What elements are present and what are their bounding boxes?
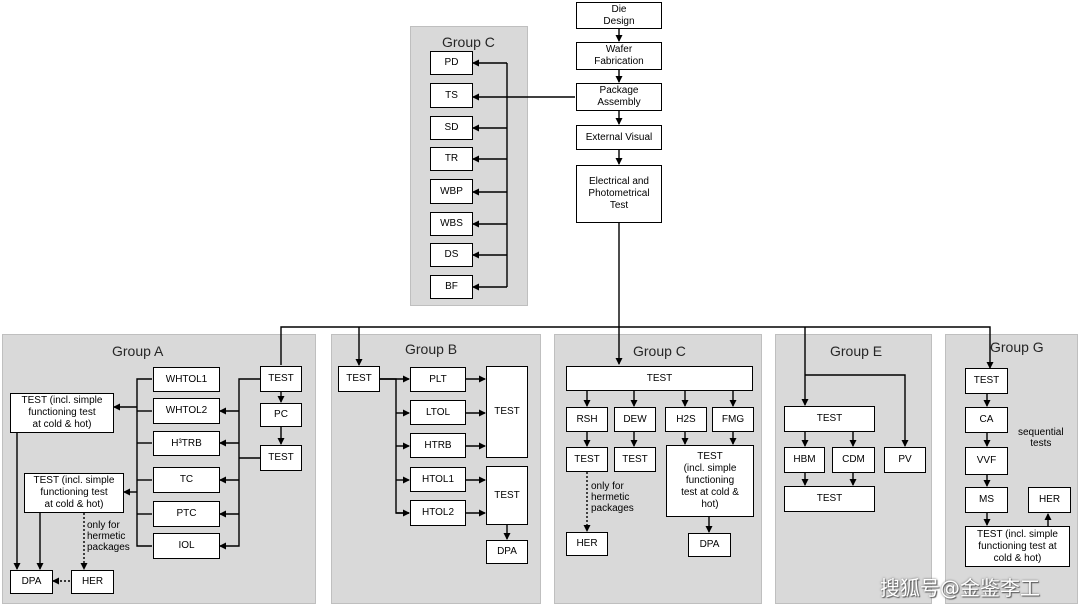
ca-box: CA: [965, 407, 1008, 433]
wbp-box: WBP: [430, 179, 473, 204]
group-c-bottom-title: Group C: [633, 343, 686, 359]
iol-box: IOL: [153, 533, 220, 559]
watermark-text: 搜狐号@金鉴李工: [880, 576, 1040, 600]
rsh-box: RSH: [566, 407, 608, 432]
group-b-title: Group B: [405, 341, 458, 357]
hbm-box: HBM: [784, 447, 825, 473]
group-b-test-upper-box: TEST: [486, 366, 528, 458]
group-g-title: Group G: [990, 339, 1044, 355]
group-e-test-top-box: TEST: [784, 406, 875, 432]
group-b-test-in-box: TEST: [338, 366, 380, 392]
group-a-hermetic-note: only for hermetic packages: [87, 520, 130, 553]
wbs-box: WBS: [430, 212, 473, 236]
group-a-simple-test-box-2: TEST (incl. simple functioning test at c…: [24, 473, 124, 513]
group-a-test-after-pc-box: TEST: [260, 445, 302, 471]
h3trb-box: H³TRB: [153, 431, 220, 456]
group-b-test-lower-box: TEST: [486, 466, 528, 525]
group-a-simple-test-box-1: TEST (incl. simple functioning test at c…: [10, 393, 114, 433]
group-e-title: Group E: [830, 343, 883, 359]
group-a-pc-box: PC: [260, 403, 302, 427]
group-c-her-box: HER: [566, 532, 608, 556]
dew-box: DEW: [614, 407, 656, 432]
ds-box: DS: [430, 243, 473, 267]
group-a-dpa-box: DPA: [10, 570, 53, 594]
cdm-box: CDM: [832, 447, 875, 473]
group-c-dpa-box: DPA: [688, 533, 731, 557]
ltol-box: LTOL: [410, 400, 466, 425]
ts-box: TS: [430, 83, 473, 108]
ms-box: MS: [965, 487, 1008, 513]
vvf-box: VVF: [965, 447, 1008, 475]
group-c-test-dew-box: TEST: [614, 447, 656, 472]
group-c-test-top-box: TEST: [566, 366, 753, 391]
htrb-box: HTRB: [410, 433, 466, 458]
pd-box: PD: [430, 51, 473, 75]
pv-box: PV: [884, 447, 926, 473]
htol1-box: HTOL1: [410, 467, 466, 492]
h2s-box: H2S: [665, 407, 707, 432]
ptc-box: PTC: [153, 501, 220, 527]
group-g-sequential-note: sequential tests: [1018, 427, 1064, 449]
wafer-fabrication-box: Wafer Fabrication: [576, 42, 662, 70]
group-a-her-box: HER: [71, 570, 114, 594]
group-g-her-box: HER: [1028, 487, 1071, 513]
electrical-photometrical-test-box: Electrical and Photometrical Test: [576, 165, 662, 223]
group-a-title: Group A: [112, 343, 164, 359]
plt-box: PLT: [410, 367, 466, 392]
group-g-test-top-box: TEST: [965, 368, 1008, 394]
htol2-box: HTOL2: [410, 500, 466, 526]
group-c-test-rsh-box: TEST: [566, 447, 608, 472]
group-c-top-title: Group C: [442, 34, 495, 50]
package-assembly-box: Package Assembly: [576, 83, 662, 111]
group-g-simple-test-box: TEST (incl. simple functioning test at c…: [965, 526, 1070, 567]
group-a-test-box: TEST: [260, 366, 302, 392]
bf-box: BF: [430, 275, 473, 299]
fmg-box: FMG: [712, 407, 754, 432]
whtol2-box: WHTOL2: [153, 398, 220, 424]
sd-box: SD: [430, 116, 473, 140]
tr-box: TR: [430, 147, 473, 171]
external-visual-box: External Visual: [576, 125, 662, 150]
group-e-test-bottom-box: TEST: [784, 486, 875, 512]
die-design-box: Die Design: [576, 2, 662, 29]
group-c-hermetic-note: only for hermetic packages: [591, 481, 634, 514]
whtol1-box: WHTOL1: [153, 367, 220, 392]
group-b-dpa-box: DPA: [486, 540, 528, 564]
group-c-simple-test-box: TEST (incl. simple functioning test at c…: [666, 445, 754, 517]
tc-box: TC: [153, 467, 220, 493]
